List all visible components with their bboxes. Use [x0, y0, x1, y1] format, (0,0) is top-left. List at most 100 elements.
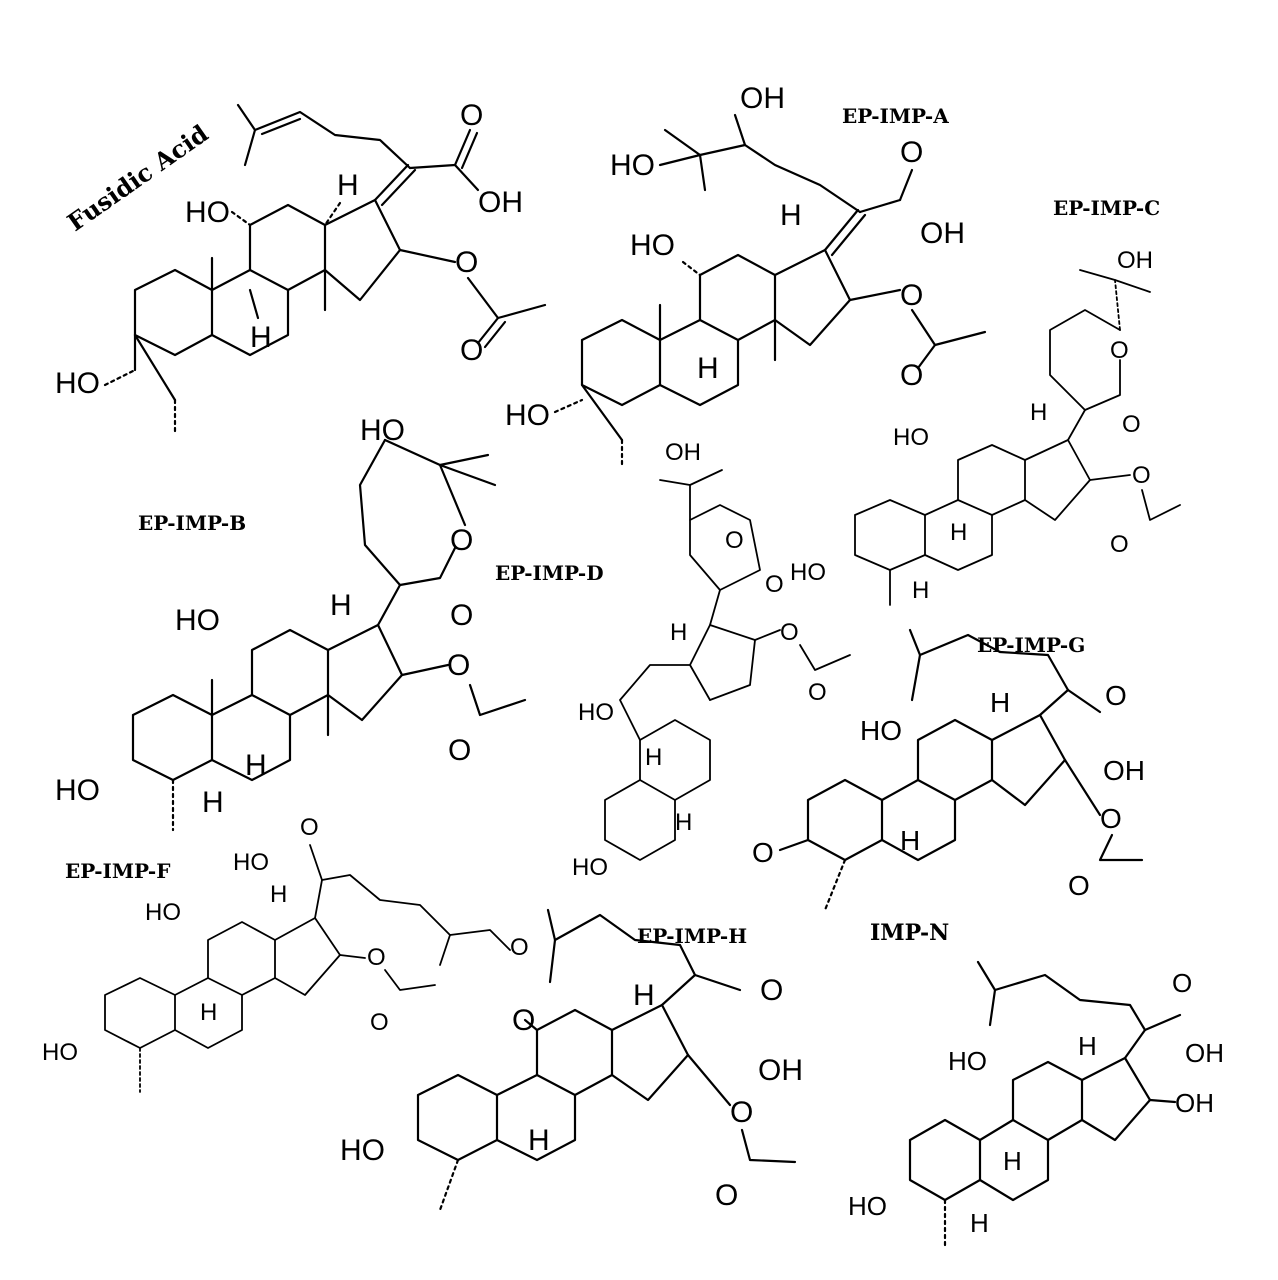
bond	[823, 208, 860, 252]
atom-o: O	[450, 524, 473, 557]
atom-o: O	[1122, 411, 1141, 438]
atom-o: O	[460, 99, 483, 132]
atom-h: H	[528, 1124, 550, 1157]
ring-c	[698, 253, 777, 342]
atom-ho: HO	[340, 1134, 385, 1167]
ring-c	[619, 664, 711, 741]
atom-o: O	[447, 649, 470, 682]
lactone-ring	[689, 504, 761, 591]
atom-ho: HO	[505, 399, 550, 432]
atom-h: H	[200, 999, 217, 1026]
bond	[1066, 688, 1102, 714]
atom-o: O	[512, 1004, 535, 1037]
compound-label-ep-imp-h: EP-IMP-H	[637, 924, 747, 948]
ring-d	[274, 917, 341, 996]
atom-o: O	[730, 1096, 753, 1129]
compound-label-imp-n: IMP-N	[870, 920, 949, 946]
atom-o: O	[448, 734, 471, 767]
atom-o: O	[1110, 531, 1129, 558]
atom-o: O	[760, 974, 783, 1007]
acetyl	[1141, 489, 1181, 521]
carbonyl	[476, 316, 500, 345]
atom-o: O	[1105, 680, 1127, 711]
lactone-ring	[1049, 309, 1121, 411]
atom-oh: OH	[1103, 755, 1145, 786]
double-bond	[709, 589, 721, 626]
atom-h: H	[900, 825, 920, 856]
ring-c	[1011, 1060, 1084, 1142]
bond	[453, 163, 480, 192]
atom-h: H	[202, 786, 224, 819]
atom-ho: HO	[185, 196, 230, 229]
ring-b	[639, 719, 711, 801]
oxepane-ring	[358, 438, 402, 587]
atom-oh: OH	[665, 439, 701, 466]
carbonyl	[778, 838, 810, 852]
atom-o: O	[300, 814, 319, 841]
wedge-bond	[1089, 474, 1131, 481]
atom-ho: HO	[893, 424, 929, 451]
bond	[1143, 1013, 1182, 1032]
atom-oh: OH	[1175, 1088, 1214, 1118]
ring-a	[580, 318, 662, 407]
ring-d	[326, 623, 404, 722]
bond	[309, 844, 323, 881]
atom-h: H	[1078, 1031, 1097, 1061]
lactone	[398, 546, 457, 587]
acetyl	[799, 644, 851, 671]
ring-b	[880, 778, 957, 862]
atom-o: O	[765, 571, 784, 598]
atom-h: H	[633, 979, 655, 1012]
ring-a	[133, 268, 214, 357]
ring-b	[210, 693, 292, 782]
acetyl	[740, 1128, 797, 1164]
bond	[373, 163, 410, 202]
acetyl	[384, 969, 436, 991]
atom-h: H	[330, 589, 352, 622]
atom-ho: HO	[55, 774, 100, 807]
atom-o: O	[900, 279, 923, 312]
side-chain	[908, 628, 1070, 692]
atom-h: H	[670, 619, 687, 646]
atom-oh: OH	[478, 186, 523, 219]
ring-a	[104, 977, 176, 1049]
methyl	[910, 653, 922, 702]
double-bond	[1067, 409, 1086, 441]
ring-b	[210, 268, 290, 357]
ring-b	[658, 318, 740, 407]
ring-d	[990, 713, 1067, 807]
hash-bond	[103, 368, 137, 387]
double-bond	[380, 168, 417, 207]
compound-label-ep-imp-b: EP-IMP-B	[138, 511, 246, 535]
methyl	[988, 988, 997, 1027]
structure-ep-imp-c: EP-IMP-C HO HO H H H O O OH O O	[790, 196, 1181, 606]
acetyl	[468, 683, 527, 717]
ring-c	[248, 203, 327, 292]
bond	[398, 248, 457, 264]
ring-d	[773, 248, 852, 347]
ring-a	[854, 499, 926, 571]
structure-ep-imp-g: EP-IMP-G O HO H H O OH O O	[752, 628, 1145, 912]
atom-h: H	[337, 169, 359, 202]
bond	[693, 973, 742, 992]
atom-o: O	[1110, 337, 1129, 364]
methyl	[438, 463, 497, 487]
hash-bond	[230, 210, 252, 227]
atom-ho: HO	[145, 899, 181, 926]
atom-ho: HO	[55, 367, 100, 400]
atom-o: O	[1100, 803, 1122, 834]
atom-h: H	[990, 687, 1010, 718]
atom-oh: OH	[1185, 1038, 1224, 1068]
ring-a	[604, 779, 676, 861]
atom-ho: HO	[848, 1191, 887, 1221]
atom-h: H	[780, 199, 802, 232]
atom-o: O	[510, 934, 529, 961]
atom-o: O	[1172, 968, 1192, 998]
atom-h: H	[645, 744, 662, 771]
ring-a	[131, 693, 214, 782]
ring-c	[535, 1008, 614, 1097]
wedge-bond	[400, 663, 450, 677]
atom-oh: OH	[920, 217, 965, 250]
side-chain	[321, 874, 511, 951]
structure-ep-imp-h: EP-IMP-H O HO H H O OH O O	[340, 908, 803, 1212]
